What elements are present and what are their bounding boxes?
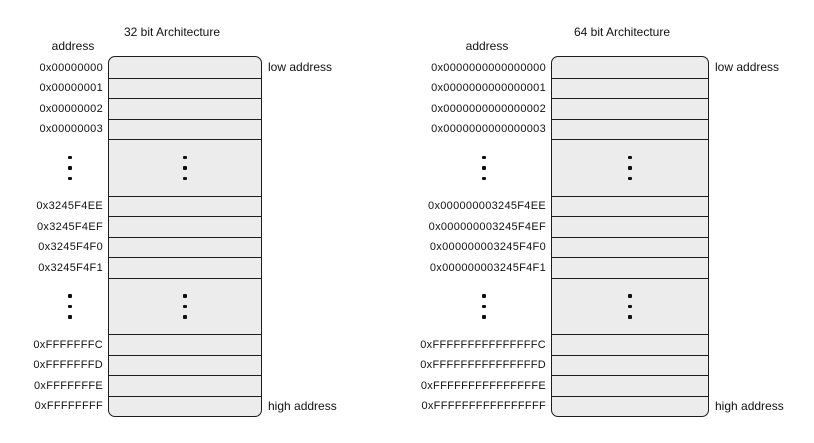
ellipsis-dot	[183, 176, 187, 180]
address-label: 0xFFFFFFFC	[33, 338, 103, 351]
memory-cell	[552, 236, 708, 258]
memory-cell	[109, 216, 261, 237]
address-label: 0x3245F4F0	[38, 241, 103, 254]
memory-cell	[109, 375, 261, 396]
ellipsis-dot	[482, 315, 486, 319]
memory-cell	[552, 216, 708, 237]
memory-cell	[109, 236, 261, 258]
ellipsis-dot	[183, 166, 187, 170]
low-address-label: low address	[268, 60, 333, 74]
address-label: 0x0000000000000003	[431, 123, 546, 136]
address-column-header: address	[465, 39, 509, 53]
address-label: 0xFFFFFFFFFFFFFFFD	[420, 359, 546, 372]
vertical-ellipsis	[407, 278, 546, 335]
address-label: 0x3245F4EE	[36, 200, 103, 213]
ellipsis-dot	[482, 304, 486, 308]
address-label: 0x00000002	[39, 102, 103, 115]
ellipsis-dot	[68, 166, 72, 170]
ellipsis-dot	[183, 315, 187, 319]
ellipsis-dot	[482, 176, 486, 180]
address-label: 0x000000003245F4F0	[429, 241, 546, 254]
ellipsis-dot	[68, 304, 72, 308]
memory-cell	[109, 77, 261, 99]
diagram-64bit: 64 bit Architecture address 0x0000000000…	[407, 0, 814, 443]
ellipsis-dot	[68, 315, 72, 319]
memory-cell	[552, 77, 708, 99]
address-label: 0xFFFFFFFFFFFFFFFF	[421, 400, 546, 413]
low-address-label: low address	[715, 60, 780, 74]
ellipsis-dot	[628, 304, 632, 308]
memory-cell	[109, 195, 261, 217]
memory-cell	[109, 334, 261, 355]
memory-cell	[552, 375, 708, 396]
ellipsis-dot	[482, 294, 486, 298]
high-address-label: high address	[715, 399, 784, 413]
diagram-title: 32 bit Architecture	[123, 25, 221, 39]
high-address-label: high address	[268, 399, 337, 413]
address-column-header: address	[51, 39, 95, 53]
memory-gap-ellipsis	[109, 139, 261, 196]
ellipsis-dot	[183, 294, 187, 298]
diagram-title: 64 bit Architecture	[573, 25, 671, 39]
address-column: 0x0000000000000000 0x0000000000000001 0x…	[407, 58, 546, 417]
memory-cell	[109, 98, 261, 119]
memory-gap-ellipsis	[109, 277, 261, 335]
address-label: 0x0000000000000001	[431, 82, 546, 95]
ellipsis-dot	[628, 176, 632, 180]
ellipsis-dot	[68, 294, 72, 298]
memory-cell	[552, 257, 708, 278]
vertical-ellipsis	[0, 278, 103, 335]
memory-cell	[552, 98, 708, 119]
ellipsis-dot	[628, 166, 632, 170]
vertical-ellipsis	[407, 140, 546, 197]
ellipsis-dot	[482, 166, 486, 170]
diagram-32bit: 32 bit Architecture address 0x00000000 0…	[0, 25, 337, 417]
address-label: 0x3245F4F1	[38, 261, 103, 274]
address-label: 0x00000000	[39, 61, 103, 74]
ellipsis-dot	[68, 155, 72, 159]
memory-cell	[552, 354, 708, 376]
ellipsis-dot	[628, 315, 632, 319]
vertical-ellipsis	[0, 140, 103, 197]
memory-cell	[552, 195, 708, 217]
ellipsis-dot	[628, 294, 632, 298]
address-label: 0x00000003	[39, 123, 103, 136]
address-label: 0xFFFFFFFFFFFFFFFC	[420, 338, 546, 351]
address-label: 0x00000001	[39, 82, 103, 95]
memory-cell	[552, 395, 708, 417]
address-label: 0xFFFFFFFE	[34, 379, 103, 392]
memory-cell	[109, 57, 261, 78]
memory-gap-ellipsis	[552, 139, 708, 196]
ellipsis-dot	[628, 155, 632, 159]
ellipsis-dot	[183, 304, 187, 308]
address-label: 0x3245F4EF	[37, 220, 103, 233]
address-label: 0xFFFFFFFF	[34, 400, 103, 413]
memory-box	[108, 56, 262, 417]
ellipsis-dot	[183, 155, 187, 159]
address-label: 0x0000000000000002	[431, 102, 546, 115]
memory-cell	[552, 334, 708, 355]
ellipsis-dot	[482, 155, 486, 159]
memory-cell	[552, 57, 708, 78]
memory-cell	[109, 118, 261, 140]
memory-cell	[552, 118, 708, 140]
address-label: 0x0000000000000000	[431, 61, 546, 74]
address-label: 0xFFFFFFFD	[33, 359, 103, 372]
memory-cell	[109, 257, 261, 278]
ellipsis-dot	[68, 176, 72, 180]
memory-box	[551, 56, 709, 417]
address-label: 0x000000003245F4EF	[428, 220, 546, 233]
memory-cell	[109, 395, 261, 417]
memory-cell	[109, 354, 261, 376]
address-label: 0x000000003245F4EE	[428, 200, 546, 213]
address-column: 0x00000000 0x00000001 0x00000002 0x00000…	[0, 58, 103, 417]
address-label: 0xFFFFFFFFFFFFFFFE	[420, 379, 546, 392]
memory-gap-ellipsis	[552, 277, 708, 335]
address-label: 0x000000003245F4F1	[429, 261, 546, 274]
